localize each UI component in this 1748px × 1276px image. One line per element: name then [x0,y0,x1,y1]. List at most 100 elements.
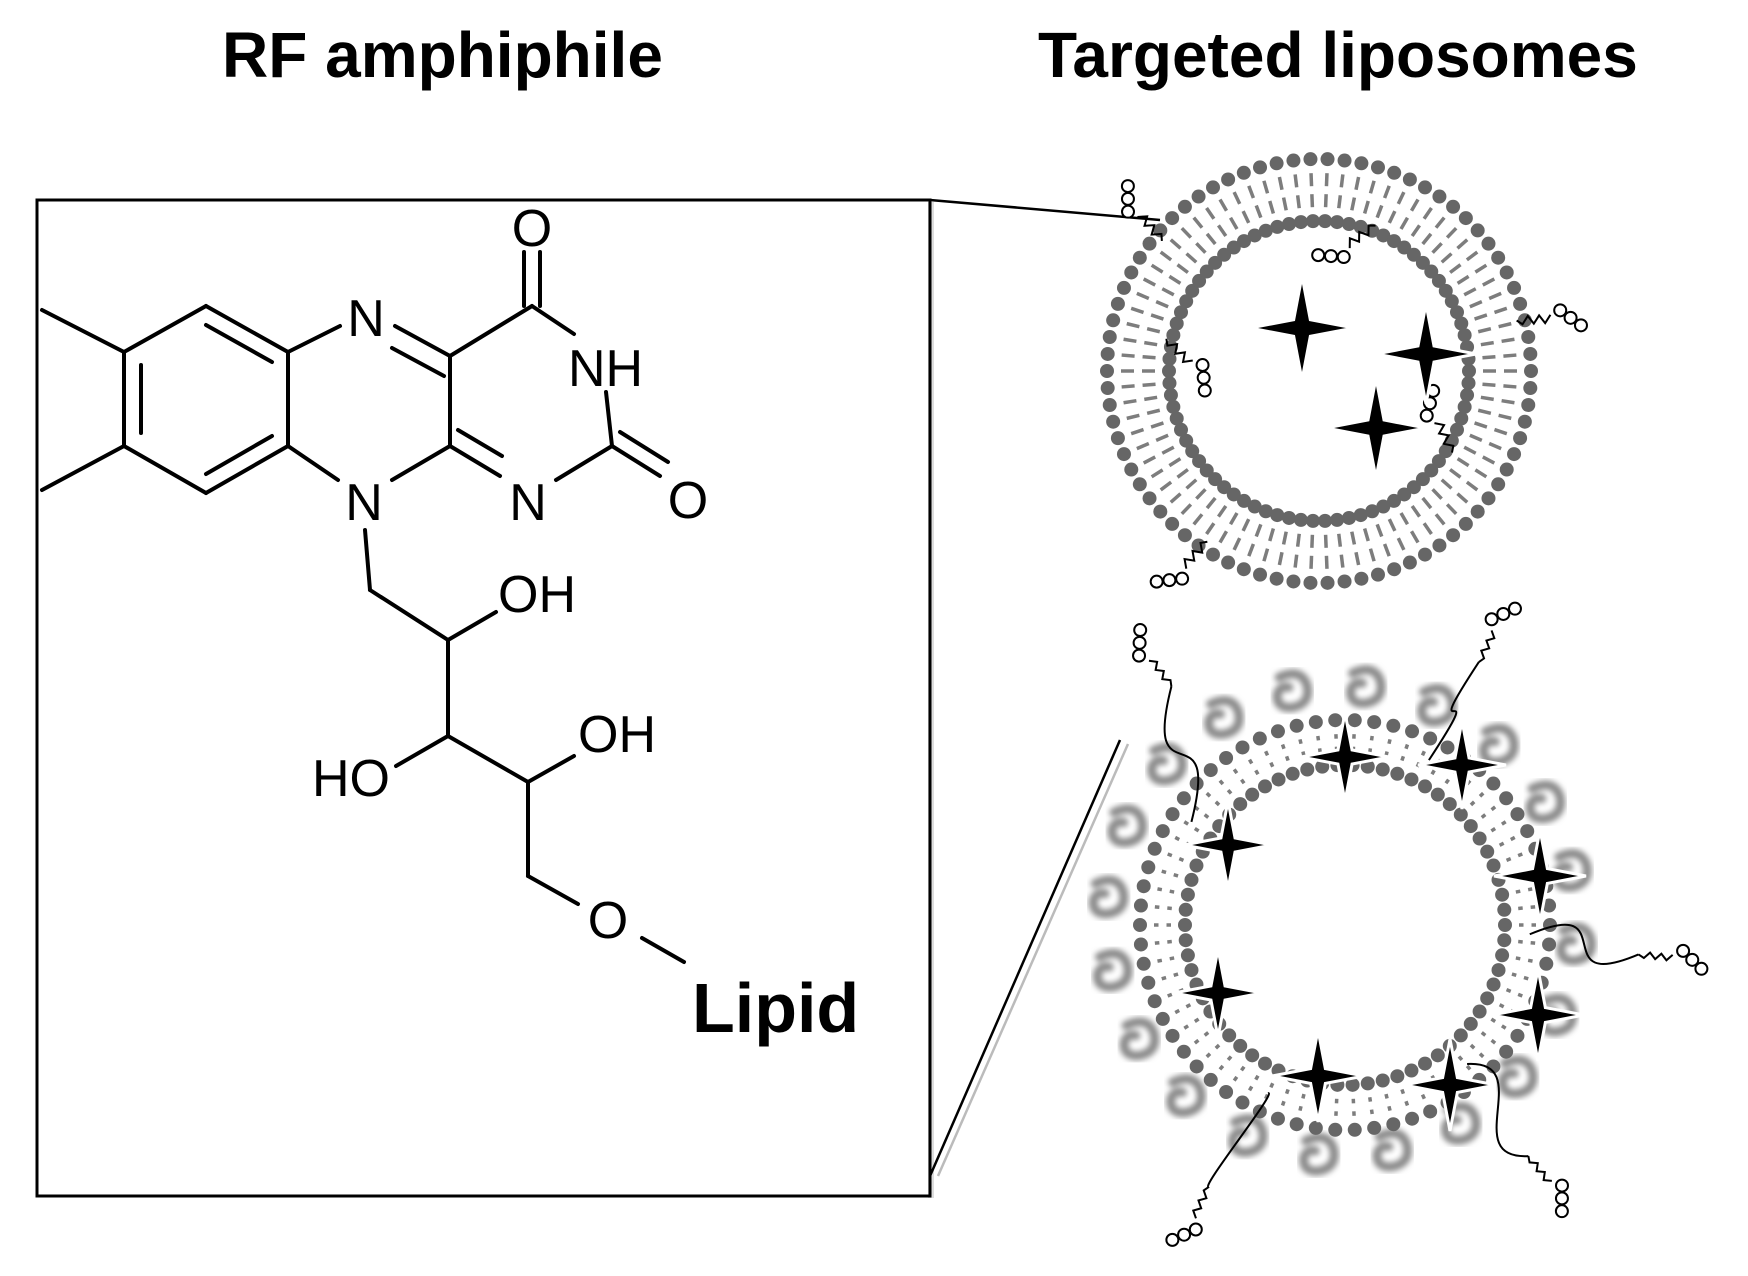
lipid-head [1270,1111,1285,1126]
lipid-head [1387,562,1402,577]
riboflavin-ring-icon [1121,204,1136,219]
lipid-head [1353,219,1368,234]
lipid-tail [1444,778,1450,785]
lipid-head [1285,766,1300,781]
lipid-tail [1176,263,1189,274]
lipid-tail [1493,306,1508,315]
lipid-head [1247,228,1262,243]
lipid-tail [1456,274,1470,285]
protein-icon [1092,948,1133,992]
lipid-tail [1123,337,1137,344]
lipid-tail [1205,1052,1212,1059]
lipid-head [1221,555,1236,570]
lipid-tail [1284,755,1290,762]
lipid-tail [1192,216,1204,229]
lipid-head [1253,160,1268,175]
lipid-head [1499,265,1514,280]
lipid-tail [1157,887,1163,892]
lipid-head [1169,316,1184,331]
lipid-tail [1254,1074,1260,1081]
lipid-tail [1241,518,1251,532]
lipid-tail [1490,805,1497,812]
riboflavin-ring-icon [1177,1227,1192,1242]
lipid-head [1523,381,1538,396]
lipid-head [1481,491,1496,506]
lipid-head [1206,547,1220,562]
riboflavin-ring-icon [1311,248,1326,263]
lipid-tail [1295,195,1301,209]
lipid-tail [1180,503,1193,516]
lipid-tail [1161,445,1175,455]
lipid-head [1153,504,1168,519]
lipid-tail [1298,1105,1303,1112]
lipid-tail [1498,841,1505,847]
lipid-head [1486,858,1501,873]
lipid-tail [1281,531,1288,545]
lipid-head [1124,265,1139,280]
lipid-head [1165,1028,1180,1043]
lipid-tail [1422,522,1433,535]
lipid-tail [1337,533,1343,547]
lipid-head [1163,388,1178,403]
peg-tether [1428,661,1480,761]
lipid-head [1507,447,1522,462]
lipid-tail [1384,1093,1389,1099]
lipid-head [1486,977,1501,992]
lipid-tail [1396,191,1406,205]
lipid-tail [1180,226,1193,239]
lipid-head [1142,491,1157,506]
lipid-tail [1465,1064,1472,1071]
lipid-tail [1481,277,1496,287]
liposome-top-cargo [1249,275,1477,479]
lipid-tail [1501,337,1515,344]
lipid-head [1102,398,1117,413]
lipid-tail [1469,300,1483,309]
lipid-head [1353,508,1368,523]
lipid-tail [1490,1017,1497,1023]
lipid-tail [1144,340,1158,347]
lipid-tail [1295,533,1301,547]
lipid-head [1342,510,1357,525]
lipid-head [1432,538,1447,553]
lipid-tail [1387,210,1397,224]
lipid-head [1370,567,1385,582]
lipid-tail [1339,554,1345,568]
lipid-tail [1159,480,1173,492]
lipid-tail [1445,503,1458,516]
lipid-tail [1144,395,1158,402]
lipid-head [1402,555,1417,570]
lipid-head [1520,824,1535,839]
lipid-head [1354,571,1369,586]
lipid-head [1237,234,1251,249]
lipid-head [1418,779,1432,794]
lipid-tail [1368,1096,1373,1102]
lipid-head [1499,1044,1514,1059]
lipid-head [1303,152,1318,167]
ligand-linker [1637,951,1674,962]
lipid-head [1203,763,1218,778]
lipid-head [1270,508,1285,523]
lipid-tail [1375,523,1384,538]
lipid-head [1308,1120,1323,1135]
lipid-tail [1382,543,1391,557]
lipid-head [1185,283,1200,298]
lipid-head [1337,574,1352,589]
lipid-head [1180,887,1195,902]
lipid-tail [1121,353,1135,358]
lipid-tail [1480,1031,1487,1037]
cargo-star-icon [1417,720,1507,810]
lipid-head [1100,364,1114,378]
lipid-tail [1480,395,1494,402]
lipid-tail [1324,173,1329,187]
lipid-tail [1422,207,1433,220]
lipid-head [1406,480,1421,495]
lipid-tail [1126,413,1140,421]
lipid-head [1179,294,1194,309]
lipid-head [1286,574,1301,589]
lipid-head [1453,807,1468,822]
lipid-tail [1369,735,1374,741]
lipid-head [1162,364,1176,378]
riboflavin-ring-icon [1188,1222,1203,1237]
lipid-head [1486,776,1501,791]
lipid-tail [1488,291,1502,301]
